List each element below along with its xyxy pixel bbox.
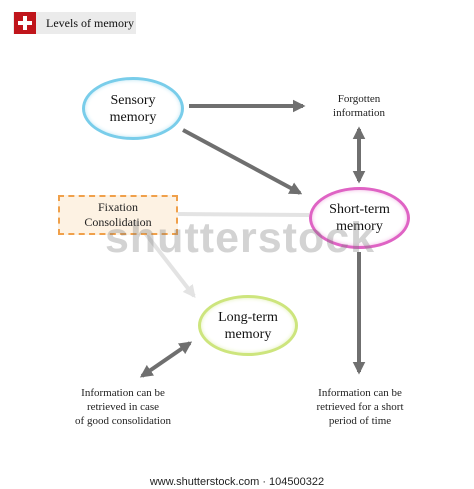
- retrieved-short-label: Information can be retrieved for a short…: [297, 386, 423, 428]
- footer-credit: www.shutterstock.com · 104500322: [149, 476, 325, 488]
- faded-arrow-fixation-to-longterm: [143, 231, 196, 299]
- fixation-line-1: Fixation: [97, 200, 138, 214]
- retrieved-consolidation-label: Information can be retrieved in case of …: [58, 386, 188, 428]
- title-bar: [13, 12, 136, 34]
- arrow-longterm-retrieved-consolidation: [139, 341, 193, 378]
- sensory-memory-line-2: memory: [109, 109, 157, 125]
- short-term-memory-line-1: Short-term: [329, 202, 390, 217]
- cross-horizontal-bar: [18, 21, 32, 25]
- retrieved-consolidation-line-2: retrieved in case: [86, 401, 160, 413]
- arrow-sensory-to-shortterm: [182, 128, 303, 195]
- long-term-memory-line-1: Long-term: [218, 309, 278, 325]
- forgotten-line-2: information: [333, 107, 385, 119]
- short-term-memory-line-2: memory: [336, 219, 383, 234]
- retrieved-short-line-1: Information can be: [318, 387, 402, 399]
- forgotten-information-label: Forgotten information: [309, 92, 409, 120]
- long-term-memory-line-2: memory: [224, 326, 272, 342]
- fixation-consolidation-box: Fixation Consolidation: [58, 195, 178, 235]
- retrieved-consolidation-line-3: of good consolidation: [75, 415, 171, 427]
- diagram-title: Levels of memory: [46, 16, 134, 30]
- short-term-memory-label: Short-term memory: [329, 201, 390, 235]
- retrieved-short-line-2: retrieved for a short: [316, 401, 404, 413]
- long-term-memory-node: Long-term memory: [198, 295, 298, 356]
- fixation-line-2: Consolidation: [84, 215, 152, 229]
- short-term-memory-node: Short-term memory: [309, 187, 410, 249]
- sensory-memory-label: Sensory memory: [110, 92, 157, 126]
- retrieved-consolidation-line-1: Information can be: [81, 387, 165, 399]
- watermark-text: shutterstock: [105, 214, 376, 262]
- long-term-memory-label: Long-term memory: [218, 309, 278, 343]
- faded-connector-shortterm-to-fixation: [175, 212, 310, 217]
- retrieved-short-line-3: period of time: [328, 415, 392, 427]
- sensory-memory-node: Sensory memory: [82, 77, 184, 140]
- forgotten-line-1: Forgotten: [337, 93, 381, 105]
- sensory-memory-line-1: Sensory: [110, 92, 156, 108]
- plus-cross-icon: [14, 12, 36, 34]
- fixation-consolidation-label: Fixation Consolidation: [84, 200, 151, 230]
